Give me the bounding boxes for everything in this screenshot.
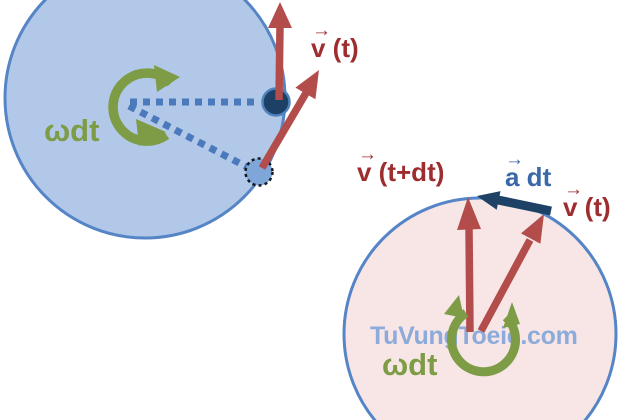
- rotation-arrow-bottom-head-left: [444, 295, 464, 318]
- velocity-t-label-top: →v (t): [311, 21, 359, 63]
- disc-bottom: [342, 196, 618, 420]
- accel-arrow: [497, 195, 552, 216]
- accel-dt-label: →a dt: [505, 150, 552, 192]
- accel-dt-label-text: a dt: [505, 162, 552, 192]
- omega-dt-label-bottom: ωdt: [382, 347, 438, 382]
- velocity-arrow-t-top-head: [295, 70, 319, 100]
- velocity-t-label-bottom-text: v (t): [563, 192, 611, 222]
- velocity-t-label-bottom: →v (t): [563, 180, 611, 222]
- velocity-t-dt-label-text: v (t+dt): [357, 157, 445, 187]
- velocity-t-label-top-text: v (t): [311, 33, 359, 63]
- velocity-arrow-t-bottom: [477, 238, 534, 333]
- rotation-arrow-top-head-upper: [154, 65, 180, 92]
- vector-arrow-icon: →: [564, 179, 583, 200]
- vector-arrow-icon: →: [312, 20, 331, 41]
- velocity-t-dt-label: →v (t+dt): [357, 145, 445, 187]
- velocity-arrow-t-dt-bottom: [465, 227, 474, 333]
- vector-arrow-icon: →: [505, 149, 524, 170]
- rotation-arrow-top-head-lower: [136, 119, 166, 146]
- radius-dotted-diagonal: [127, 102, 249, 171]
- velocity-arrow-vertical-top-head: [268, 2, 292, 28]
- watermark-text: TuVungToeic.com: [370, 322, 578, 350]
- velocity-arrow-t-dt-bottom-head: [457, 197, 481, 230]
- velocity-arrow-t-top: [258, 91, 310, 170]
- omega-dt-label-top: ωdt: [44, 113, 100, 148]
- velocity-arrow-t-bottom-head: [521, 214, 544, 244]
- velocity-arrow-vertical-top: [275, 25, 284, 101]
- accel-arrow-head: [477, 191, 501, 210]
- vector-arrow-icon: →: [358, 144, 377, 165]
- rotation-arrow-bottom-head-right: [503, 302, 520, 328]
- rotation-arrow-bottom-arc: [447, 309, 520, 377]
